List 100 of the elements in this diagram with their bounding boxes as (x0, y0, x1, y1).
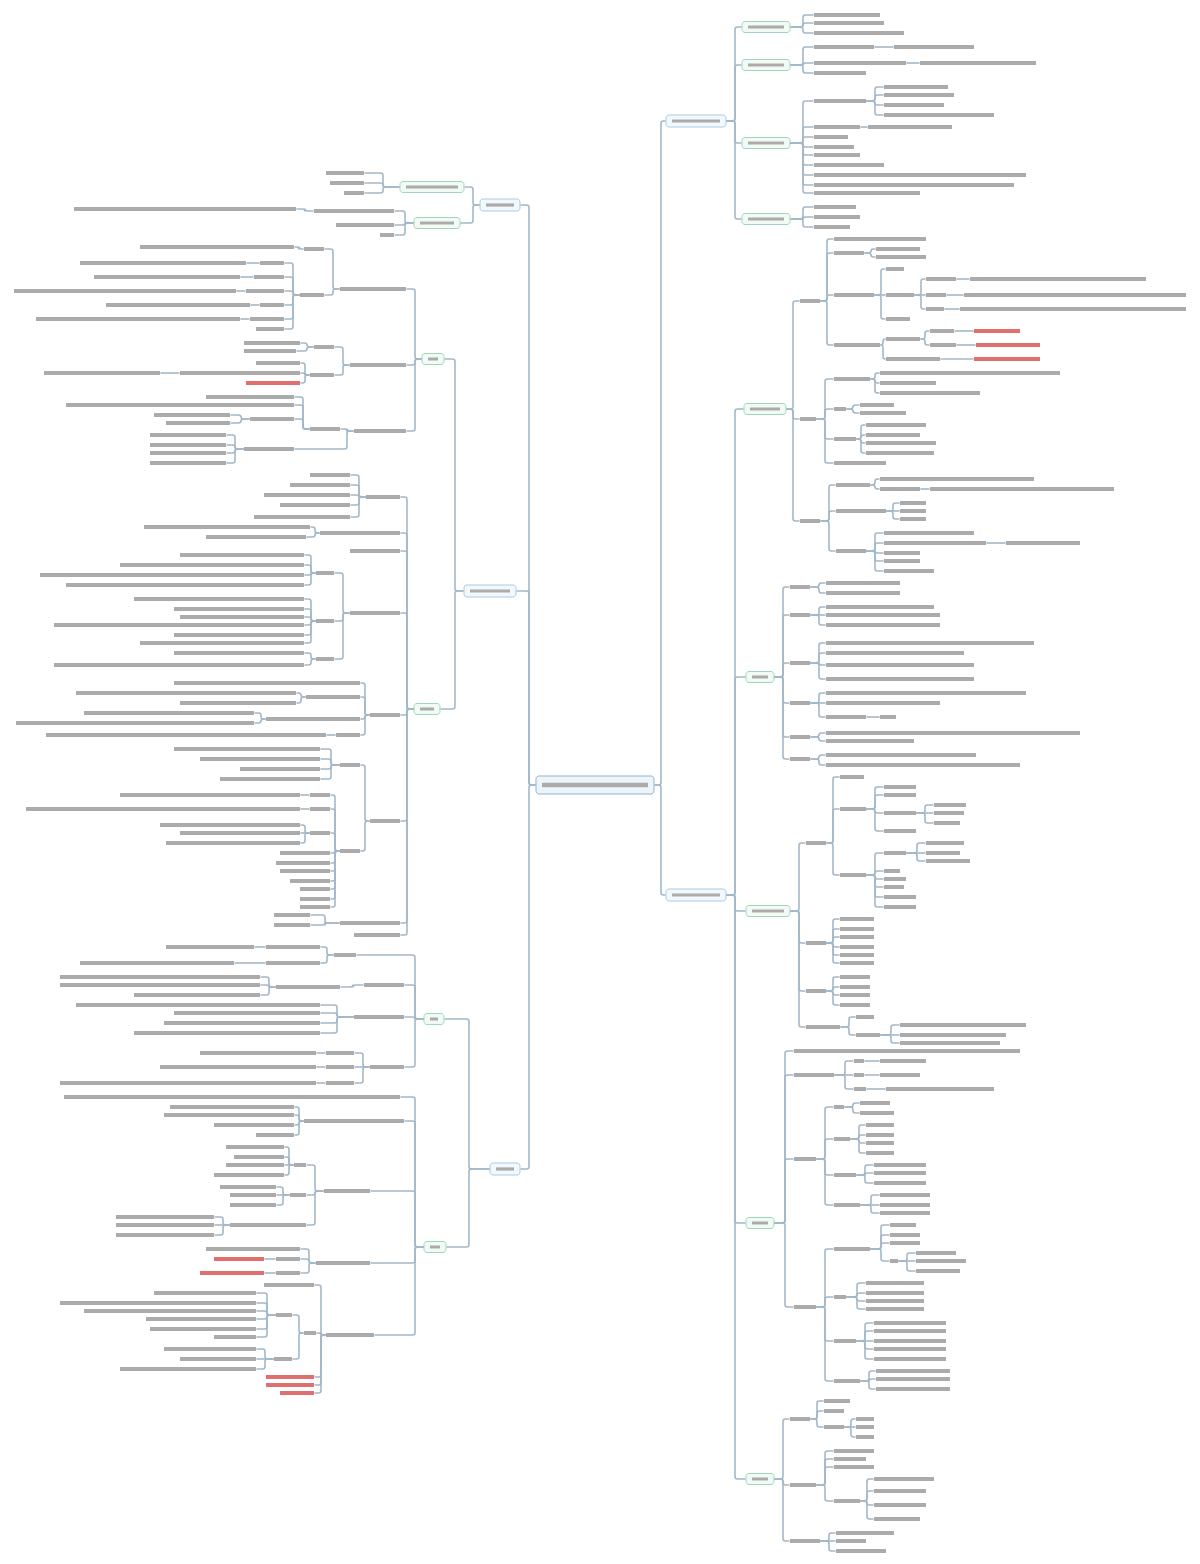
connector-line (275, 1194, 291, 1206)
topic-box (741, 59, 791, 71)
connector-line (459, 204, 481, 224)
connector-line (919, 330, 931, 340)
connector-line (403, 1018, 425, 1068)
connector-line (945, 294, 965, 296)
connector-line (879, 338, 887, 346)
connector-line (809, 758, 827, 766)
connector-line (913, 294, 927, 310)
connector-line (339, 983, 365, 989)
topic-box (741, 213, 791, 225)
connector-line (845, 1296, 867, 1310)
connector-line (259, 986, 277, 996)
connector-line (225, 448, 245, 464)
connector-line (855, 438, 867, 454)
connector-line (303, 571, 317, 577)
connector-line (859, 1500, 875, 1520)
connector-line (315, 1066, 327, 1068)
connector-line (293, 1106, 305, 1122)
connector-line (953, 330, 975, 332)
topic-box (741, 137, 791, 149)
connector-line (309, 921, 341, 927)
connector-line (845, 408, 861, 414)
connector-line (349, 496, 367, 518)
connector-line (943, 308, 961, 310)
topic-box (745, 1473, 775, 1485)
connector-line (299, 362, 311, 376)
connector-line (313, 1284, 327, 1336)
connector-line (353, 1066, 371, 1084)
connector-line (303, 620, 317, 644)
connector-line (865, 1088, 887, 1090)
connector-line (789, 64, 815, 74)
connector-line (859, 1204, 881, 1214)
connector-line (303, 658, 317, 666)
connector-line (293, 1114, 305, 1122)
connector-line (725, 894, 747, 1480)
connector-line (653, 784, 667, 896)
topic-box (413, 703, 441, 715)
connector-line (233, 962, 267, 964)
connector-line (299, 1262, 317, 1274)
connector-line (309, 526, 321, 534)
connector-line (825, 842, 841, 876)
connector-line (291, 1332, 305, 1360)
connector-line (819, 300, 835, 346)
connector-line (915, 812, 935, 824)
connector-line (255, 1314, 277, 1338)
topic-box (421, 353, 445, 365)
connector-line (859, 1380, 877, 1390)
connector-line (773, 676, 791, 760)
connector-line (789, 218, 815, 228)
connector-line (249, 304, 261, 306)
connector-line (329, 849, 341, 855)
connector-line (235, 290, 247, 292)
connector-line (855, 434, 867, 440)
connector-line (725, 120, 743, 220)
connector-line (299, 374, 311, 384)
connector-line (879, 1034, 901, 1044)
connector-line (291, 1314, 305, 1334)
topic-box (479, 198, 521, 212)
connector-line (359, 764, 371, 822)
connector-line (865, 808, 885, 832)
connector-line (315, 1082, 327, 1084)
connector-line (359, 820, 371, 852)
topic-box (463, 584, 517, 598)
connector-line (985, 542, 1007, 544)
connector-line (955, 278, 971, 280)
topic-box (741, 21, 791, 33)
connector-line (283, 1156, 295, 1166)
connector-line (263, 1258, 277, 1260)
connector-line (445, 1168, 491, 1248)
connector-line (865, 874, 885, 908)
connector-line (865, 716, 881, 718)
connector-line (843, 1426, 857, 1438)
connector-line (325, 734, 337, 736)
connector-line (809, 662, 827, 680)
connector-line (809, 736, 827, 742)
connector-line (825, 942, 841, 964)
connector-line (159, 372, 181, 374)
connector-line (939, 358, 975, 360)
connector-line (865, 100, 885, 116)
connector-line (789, 910, 807, 1028)
connector-line (869, 378, 881, 394)
connector-line (299, 808, 311, 810)
connector-line (315, 1052, 327, 1054)
connector-line (905, 62, 921, 64)
connector-line (809, 614, 827, 626)
topic-box (745, 905, 791, 917)
topic-box (423, 1241, 447, 1253)
connector-line (815, 418, 835, 464)
connector-line (239, 318, 251, 320)
connector-line (879, 344, 887, 360)
connector-line (869, 372, 881, 380)
connector-line (213, 1224, 231, 1236)
connector-line (905, 852, 927, 862)
connector-line (253, 712, 267, 720)
connector-line (295, 207, 315, 213)
connector-line (253, 946, 267, 948)
connector-line (773, 1222, 795, 1308)
connector-line (789, 26, 815, 34)
connector-line (809, 1418, 825, 1428)
